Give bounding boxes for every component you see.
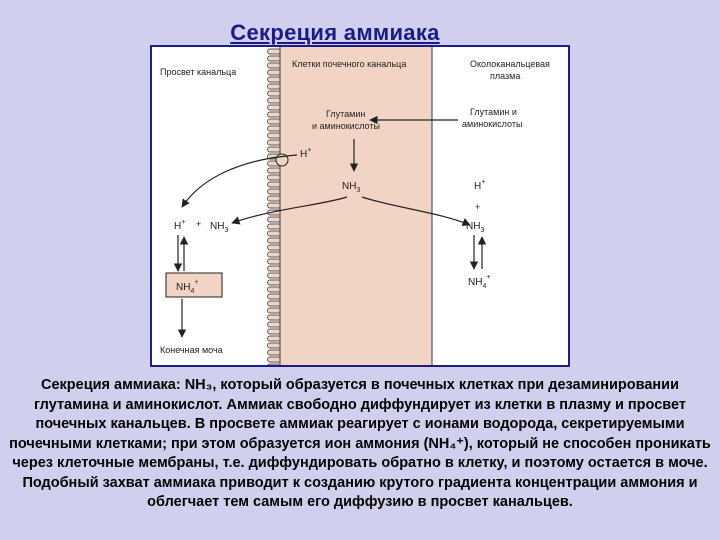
microvillus (267, 230, 280, 237)
cell-glutamine-label-2: и аминокислоты (312, 121, 380, 131)
microvillus (267, 146, 280, 153)
microvillus (267, 132, 280, 139)
microvillus (267, 363, 280, 365)
microvillus (267, 83, 280, 90)
slide-title: Секреция аммиака (230, 20, 440, 45)
microvillus (267, 111, 280, 118)
microvillus (267, 314, 280, 321)
microvillus (267, 167, 280, 174)
plasma-nh3: NH3 (466, 221, 484, 234)
brush-border-microvilli (267, 48, 280, 365)
microvillus (267, 335, 280, 342)
microvillus (267, 76, 280, 83)
ammonia-secretion-diagram: Просвет канальца Клетки почечного каналь… (150, 45, 570, 367)
plasma-plus-sign: + (475, 202, 480, 212)
cells-label: Клетки почечного канальца (292, 59, 406, 69)
microvillus (267, 90, 280, 97)
microvillus (267, 300, 280, 307)
microvillus (267, 258, 280, 265)
microvillus (267, 69, 280, 76)
lumen-plus-sign: + (196, 219, 201, 229)
microvillus (267, 342, 280, 349)
microvillus (267, 244, 280, 251)
final-urine-label: Конечная моча (160, 345, 223, 355)
caption-text: Секреция аммиака: NH₃, который образуетс… (9, 377, 711, 510)
microvillus (267, 188, 280, 195)
cell-nh3: NH3 (342, 181, 360, 194)
microvillus (267, 251, 280, 258)
microvillus (267, 118, 280, 125)
nh3-diffusion-to-lumen (231, 196, 348, 225)
lumen-nh4: NH4+ (176, 279, 198, 295)
lumen-h-plus: H+ (174, 219, 185, 232)
tubule-cell-region (280, 47, 432, 365)
microvillus (267, 356, 280, 363)
microvillus (267, 55, 280, 62)
cell-h-plus: H+ (300, 147, 311, 160)
microvillus (267, 202, 280, 209)
plasma-label-1: Околоканальцевая (470, 59, 550, 69)
microvillus (267, 195, 280, 202)
microvillus (267, 181, 280, 188)
nh3-diffusion-to-plasma (361, 196, 471, 226)
microvillus (267, 237, 280, 244)
microvillus (267, 223, 280, 230)
microvillus (267, 139, 280, 146)
microvillus (267, 321, 280, 328)
microvillus (267, 286, 280, 293)
lumen-nh3: NH3 (210, 221, 228, 234)
microvillus (267, 279, 280, 286)
microvillus (267, 307, 280, 314)
plasma-label-2: плазма (490, 71, 520, 81)
h-secretion-arrow (181, 154, 298, 208)
microvillus (267, 62, 280, 69)
microvillus (267, 216, 280, 223)
plasma-glutamine-label-2: аминокислоты (462, 119, 522, 129)
lumen-label: Просвет канальца (160, 67, 236, 77)
microvillus (267, 48, 280, 55)
microvillus (267, 125, 280, 132)
plasma-glutamine-label-1: Глутамин и (470, 107, 517, 117)
microvillus (267, 328, 280, 335)
microvillus (267, 97, 280, 104)
microvillus (267, 272, 280, 279)
microvillus (267, 293, 280, 300)
cell-glutamine-label-1: Глутамин (326, 109, 365, 119)
microvillus (267, 104, 280, 111)
plasma-nh4: NH4+ (468, 274, 490, 290)
plasma-h-plus: H+ (474, 179, 485, 192)
microvillus (267, 265, 280, 272)
microvillus (267, 174, 280, 181)
microvillus (267, 349, 280, 356)
diagram-canvas: Просвет канальца Клетки почечного каналь… (160, 47, 550, 365)
nh4-box (165, 272, 223, 298)
